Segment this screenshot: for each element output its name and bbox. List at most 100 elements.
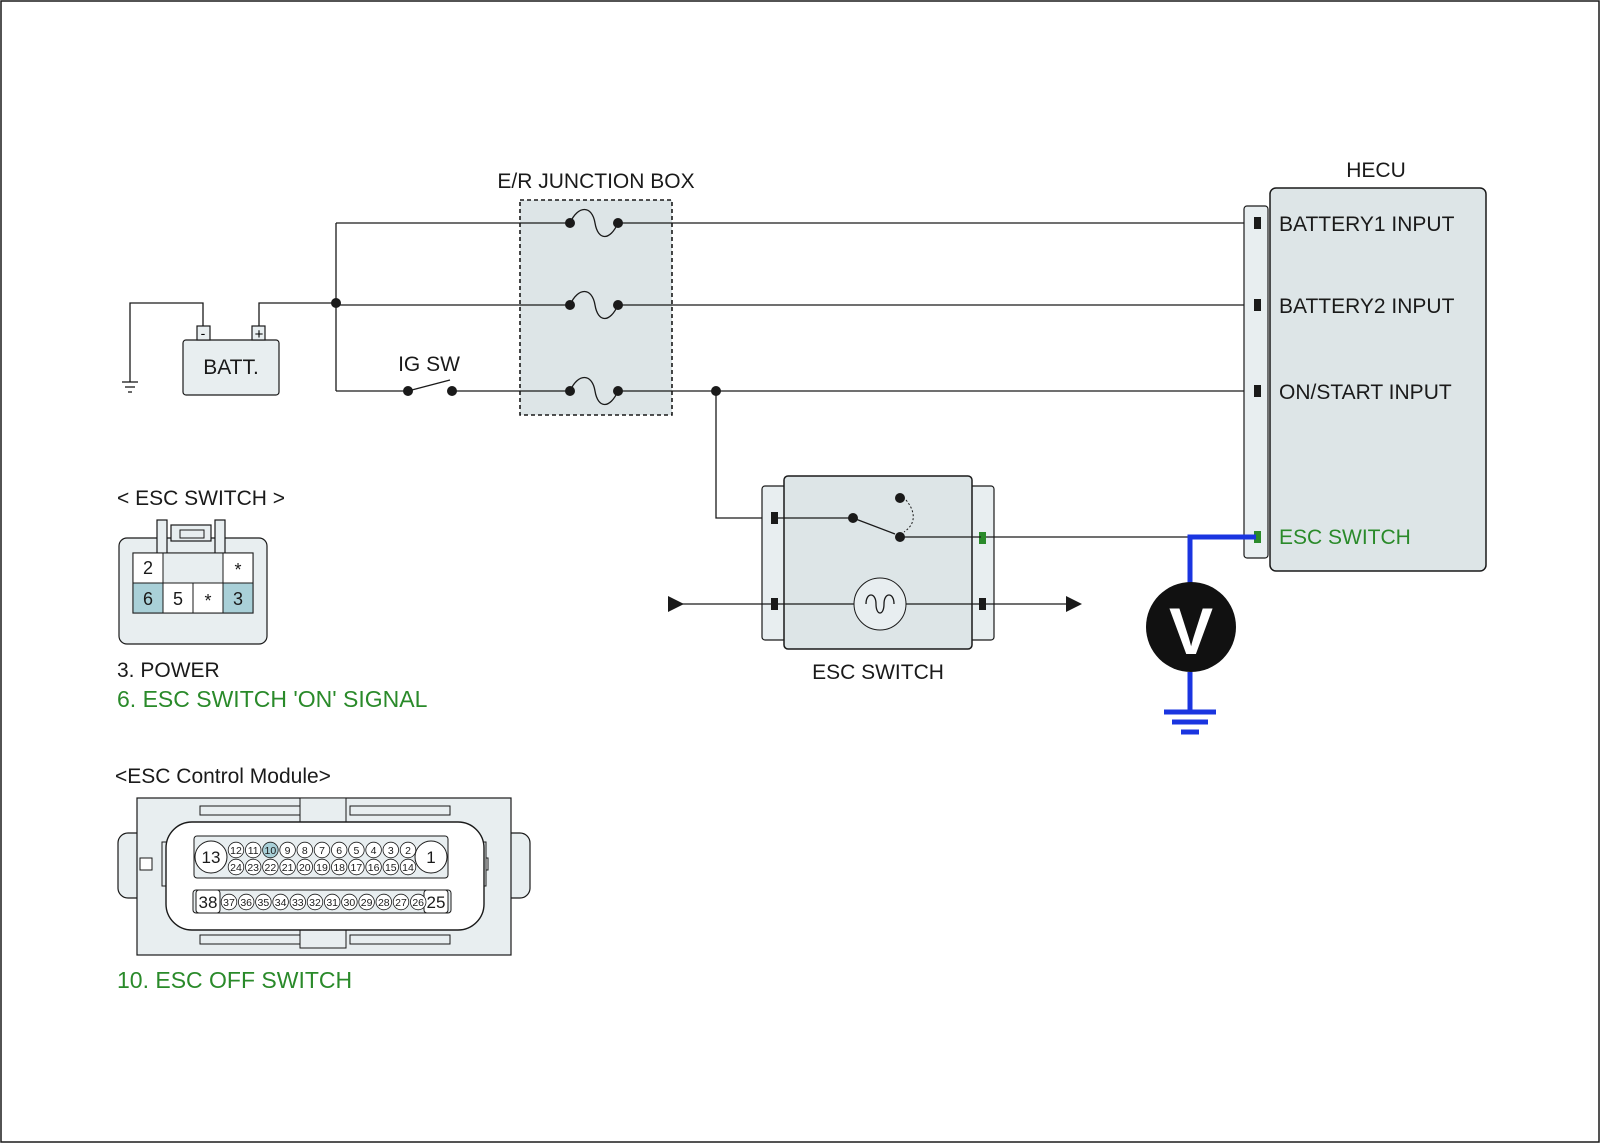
voltmeter-symbol: V [1169, 594, 1213, 668]
esc-module-pin: 11 [248, 845, 259, 857]
esc-module-pin: 14 [402, 862, 414, 874]
esc-module-pin: 12 [230, 845, 242, 857]
esc-module-pin-hole [220, 893, 238, 911]
esc-module-pin: 9 [285, 845, 291, 857]
esc-module-pin: 25 [427, 893, 446, 912]
esc-module-pin-hole [410, 893, 427, 911]
hecu-pin-esc-switch: ESC SWITCH [1279, 526, 1411, 549]
esc-indicator-lamp-icon [778, 577, 981, 631]
hecu-label: HECU [1346, 159, 1406, 182]
esc-switch-pin: 2 [143, 558, 153, 578]
esc-switch-pin: * [204, 591, 211, 611]
voltmeter-icon: V [1146, 582, 1236, 672]
esc-module-pin: 7 [319, 845, 325, 857]
esc-switch-component [783, 475, 973, 650]
svg-text:+: + [255, 326, 264, 343]
esc-module-pin: 19 [316, 862, 328, 874]
esc-switch-legend-signal: 6. ESC SWITCH 'ON' SIGNAL [117, 686, 428, 712]
esc-switch-legend-power: 3. POWER [117, 659, 220, 682]
esc-module-pin: 18 [333, 862, 345, 874]
esc-module-pin-hole [306, 893, 324, 911]
esc-module-pin-hole [296, 858, 314, 876]
esc-module-pin: 32 [309, 897, 321, 909]
wire-esc-switch-power [715, 391, 774, 519]
esc-module-pin-hole [365, 858, 382, 876]
esc-module-pin: 26 [412, 897, 424, 909]
wire-battery-positive [258, 302, 337, 326]
ignition-switch-label: IG SW [398, 353, 460, 376]
esc-switch-pin: 3 [233, 589, 243, 609]
esc-module-pin: 10 [265, 845, 277, 857]
esc-module-pin: 38 [199, 893, 218, 912]
hecu-pin-battery2: BATTERY2 INPUT [1279, 295, 1455, 318]
esc-module-pin-hole [262, 858, 279, 876]
esc-module-pin: 33 [292, 897, 304, 909]
esc-module-pin-hole [324, 893, 341, 911]
esc-module-pin: 8 [302, 845, 308, 857]
esc-module-pin-hole [227, 841, 245, 859]
ground-battery-icon [122, 302, 204, 393]
esc-module-pin-hole [289, 893, 307, 911]
esc-module-pin-hole [375, 893, 393, 911]
esc-switch-connector: 2 * 6 5 * 3 [118, 519, 268, 645]
esc-module-pin-hole [255, 893, 272, 911]
hecu-pin-on-start: ON/START INPUT [1279, 381, 1452, 404]
esc-module-pin-hole [382, 841, 400, 859]
esc-module-pin: 17 [351, 862, 363, 874]
esc-module-pin: 34 [275, 897, 287, 909]
esc-module-pin-hole [341, 893, 358, 911]
esc-module-pin: 27 [395, 897, 407, 909]
esc-switch-connector-title: < ESC SWITCH > [117, 487, 285, 510]
hecu-pin-battery1: BATTERY1 INPUT [1279, 213, 1455, 236]
esc-module-pin-hole [365, 841, 382, 859]
esc-module-pin: 37 [223, 897, 235, 909]
esc-module-pin: 22 [265, 862, 277, 874]
esc-module-pin-hole [244, 841, 262, 859]
esc-module-pin-hole [296, 841, 314, 859]
esc-module-pin-hole [399, 841, 417, 859]
esc-module-pin-hole [237, 893, 255, 911]
esc-module-pin-hole [272, 893, 289, 911]
arrow-in-icon [668, 596, 684, 612]
esc-module-pin: 1 [426, 848, 435, 867]
esc-module-pin: 36 [240, 897, 252, 909]
junction-box-label: E/R JUNCTION BOX [497, 170, 694, 193]
arrow-out-icon [1066, 596, 1082, 612]
esc-module-pin: 4 [371, 845, 377, 857]
esc-module-pin: 23 [247, 862, 259, 874]
esc-module-pin: 31 [326, 897, 338, 909]
esc-module-pin: 16 [368, 862, 380, 874]
esc-switch-pin: 6 [143, 589, 153, 609]
esc-module-pin-hole [279, 841, 296, 859]
esc-switch-component-label: ESC SWITCH [812, 661, 944, 684]
battery: - + BATT. [182, 325, 280, 396]
esc-module-pin-hole [382, 858, 400, 876]
fuse-1-icon [565, 208, 623, 238]
esc-module-pin: 21 [282, 862, 294, 874]
esc-module-pin: 13 [202, 848, 221, 867]
esc-module-pin-hole [392, 893, 410, 911]
esc-switch-contact-icon [778, 493, 981, 542]
esc-module-pin-hole [279, 858, 296, 876]
esc-module-pin: 3 [388, 845, 394, 857]
battery-label: BATT. [203, 356, 259, 379]
esc-module-legend: 10. ESC OFF SWITCH [117, 967, 352, 993]
esc-module-pin-hole [331, 841, 348, 859]
esc-module-pin: 24 [230, 862, 242, 874]
ground-meter-icon [1164, 672, 1216, 735]
esc-module-pin: 20 [299, 862, 311, 874]
esc-module-connector-title: <ESC Control Module> [115, 765, 331, 788]
esc-module-pin: 6 [336, 845, 342, 857]
esc-module-pin: 30 [344, 897, 356, 909]
esc-module-pin-hole [244, 858, 262, 876]
esc-module-pin: 35 [258, 897, 270, 909]
esc-switch-pin: * [234, 560, 241, 580]
esc-module-pin-hole [348, 858, 365, 876]
probe-wire [1187, 534, 1256, 590]
esc-module-pin-hole [313, 858, 331, 876]
esc-module-pin-hole [227, 858, 245, 876]
esc-module-pin: 29 [361, 897, 373, 909]
esc-module-pin: 28 [378, 897, 390, 909]
